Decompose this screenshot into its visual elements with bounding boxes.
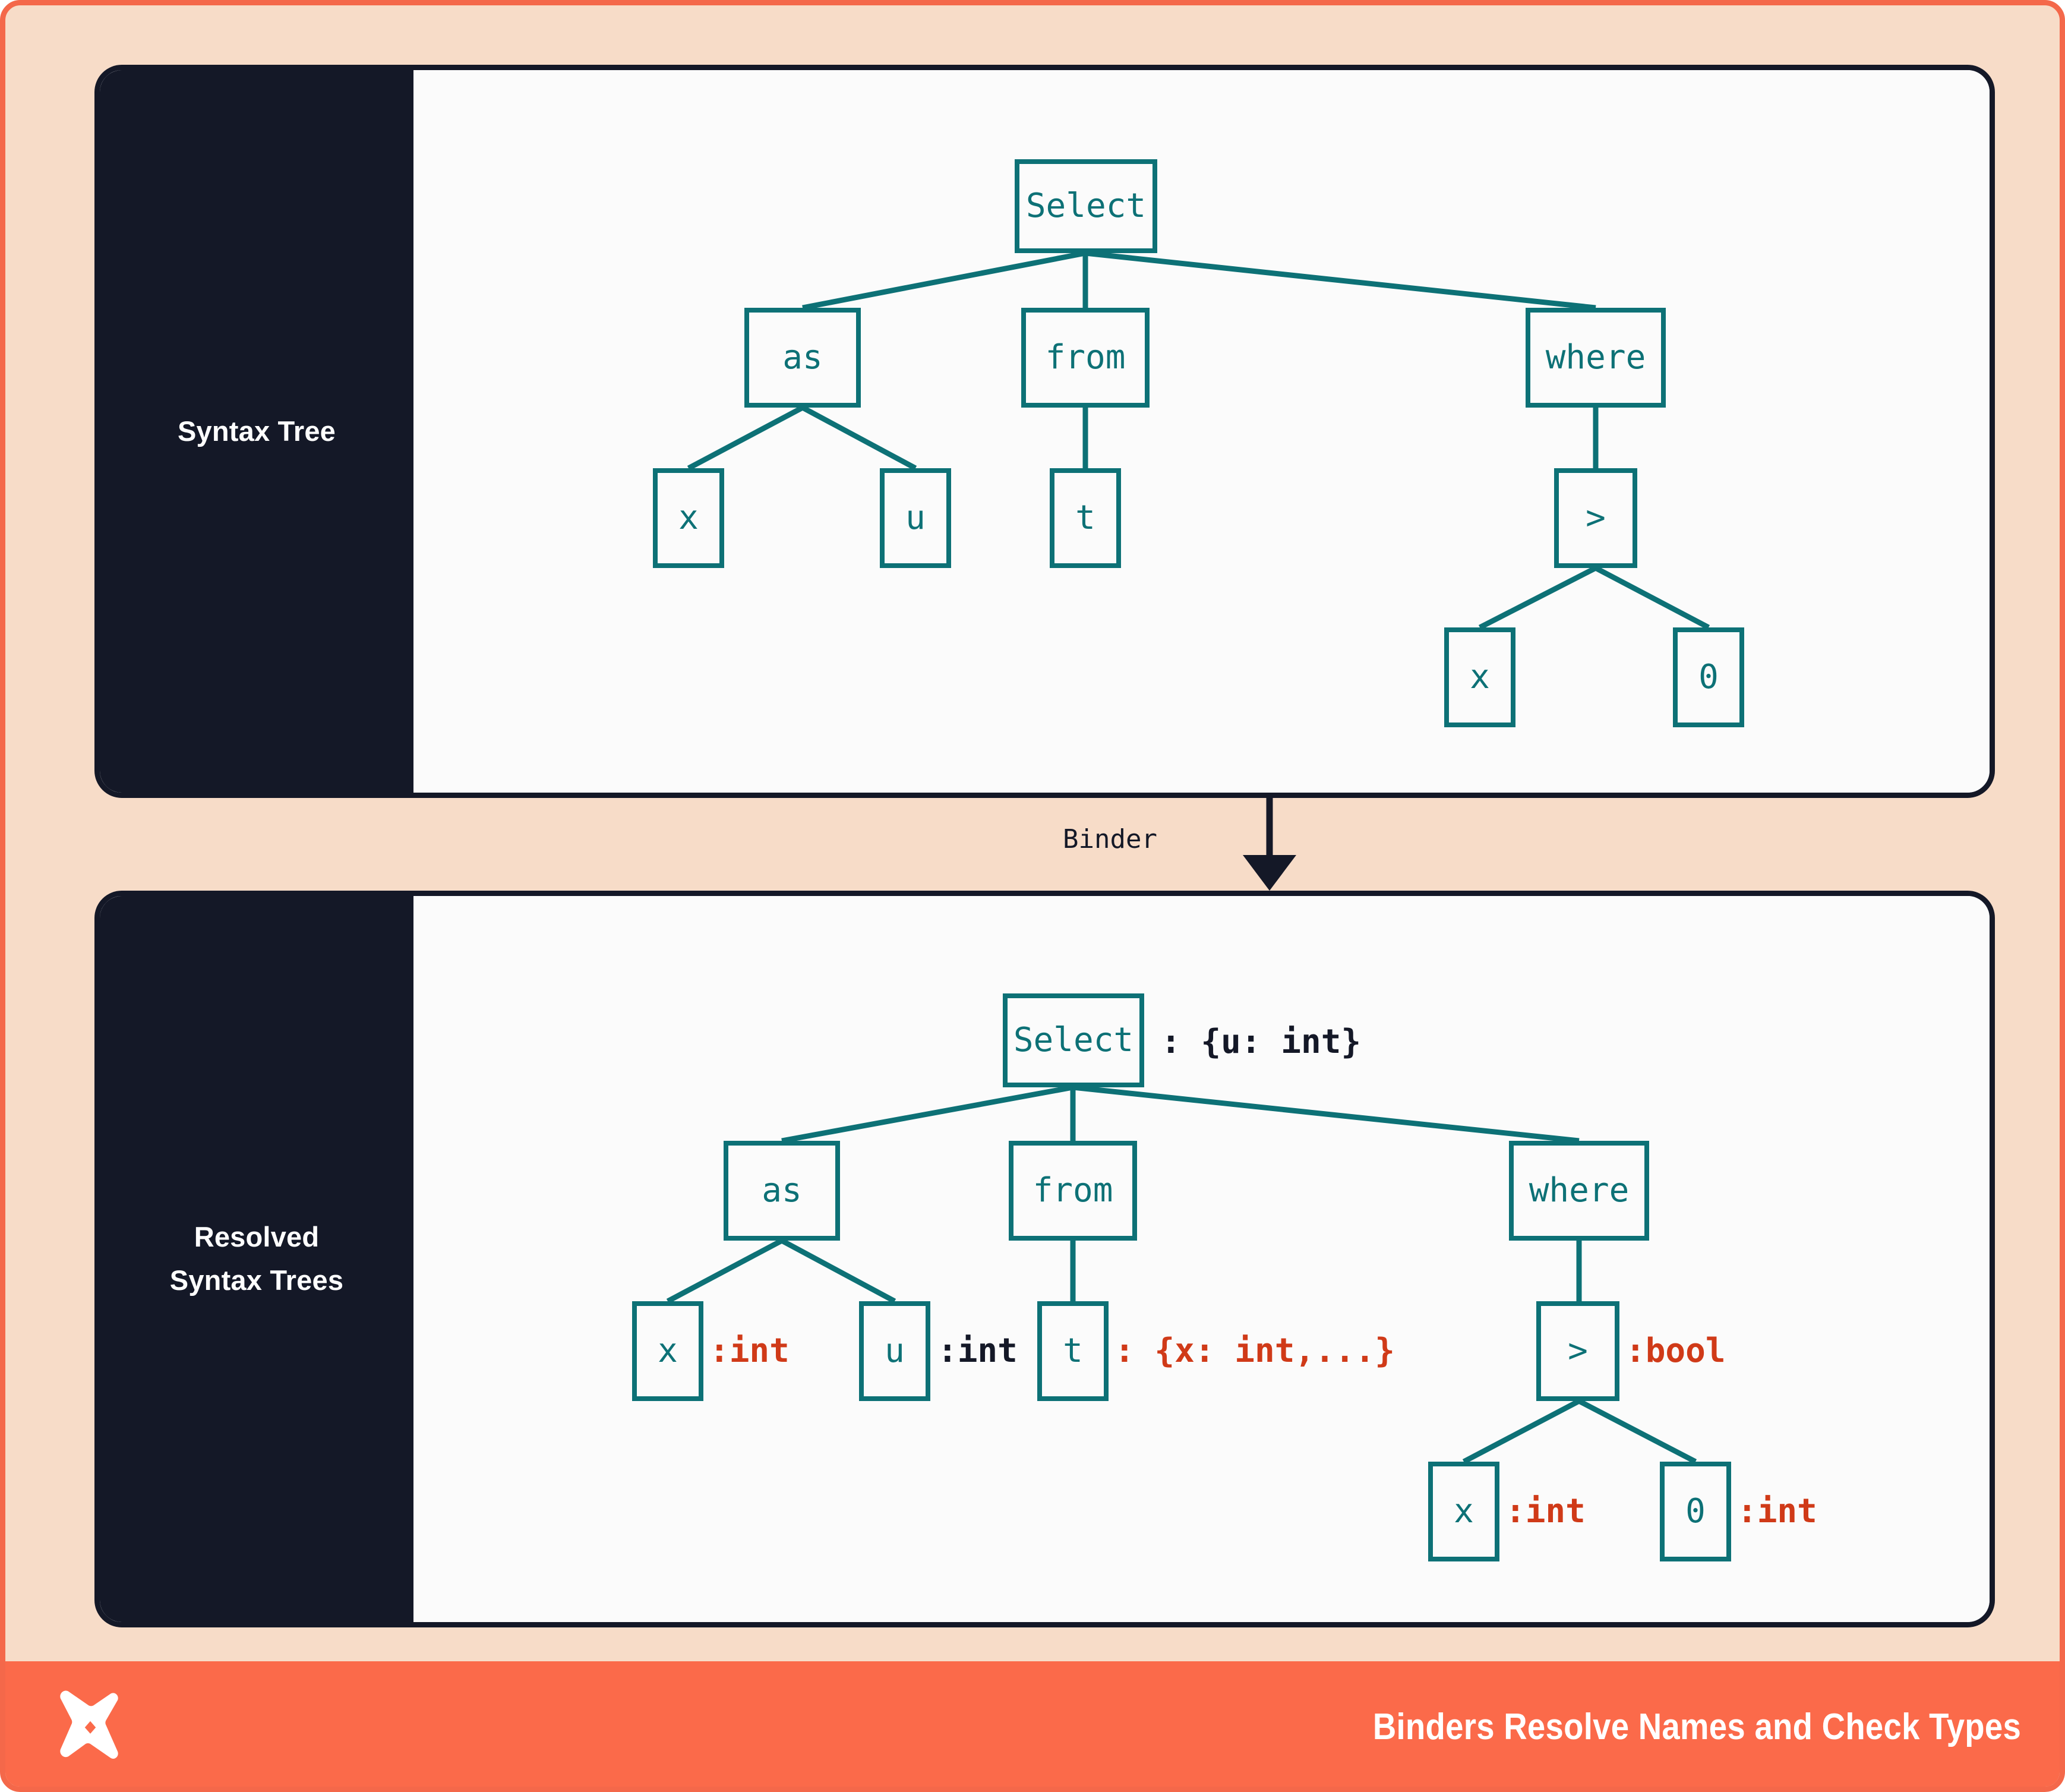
node-select[interactable]: Select <box>1003 993 1144 1087</box>
node-where[interactable]: where <box>1526 308 1666 408</box>
node-where[interactable]: where <box>1509 1141 1649 1241</box>
footer-caption: Binders Resolve Names and Check Types <box>1372 1706 2021 1747</box>
node-from[interactable]: from <box>1021 308 1150 408</box>
node-from-t[interactable]: t <box>1037 1301 1109 1401</box>
annotation-gt-x: :int <box>1505 1492 1586 1531</box>
annotation-as-x: :int <box>709 1332 790 1370</box>
node-gt-zero[interactable]: 0 <box>1660 1462 1731 1561</box>
panel-resolved-syntax-trees: Resolved Syntax Trees Select <box>94 891 1995 1627</box>
annotation-from-t: : {x: int,...} <box>1114 1332 1395 1370</box>
annotation-select: : {u: int} <box>1161 1023 1362 1061</box>
footer-bar: Binders Resolve Names and Check Types <box>5 1661 2060 1787</box>
canvas-resolved-syntax-trees: Select : {u: int} as from where x :int u… <box>413 896 1990 1622</box>
node-from-t[interactable]: t <box>1050 468 1121 568</box>
node-as[interactable]: as <box>744 308 861 408</box>
node-select[interactable]: Select <box>1015 159 1157 253</box>
node-gt[interactable]: > <box>1536 1301 1619 1401</box>
sidebar-label-line-1: Resolved <box>194 1221 320 1253</box>
node-as-u[interactable]: u <box>859 1301 930 1401</box>
sidebar-label-line-2: Syntax Trees <box>169 1264 344 1296</box>
panel-syntax-tree: Syntax Tree Select as from <box>94 65 1995 798</box>
node-gt-x[interactable]: x <box>1444 627 1515 727</box>
canvas-syntax-tree: Select as from where x u t > x 0 <box>413 70 1990 793</box>
node-gt[interactable]: > <box>1554 468 1637 568</box>
node-as[interactable]: as <box>724 1141 840 1241</box>
node-gt-zero[interactable]: 0 <box>1673 627 1744 727</box>
tree-edges-syntax <box>687 250 1710 630</box>
tree-edges-resolved <box>666 1084 1697 1464</box>
node-from[interactable]: from <box>1009 1141 1137 1241</box>
node-as-x[interactable]: x <box>632 1301 703 1401</box>
node-as-x[interactable]: x <box>653 468 724 568</box>
annotation-gt: :bool <box>1625 1332 1726 1370</box>
annotation-gt-zero: :int <box>1737 1492 1817 1531</box>
binder-label: Binder <box>1063 824 1157 854</box>
binder-transition: Binder <box>94 798 1995 891</box>
node-gt-x[interactable]: x <box>1428 1462 1499 1561</box>
sidebar-resolved-syntax-trees: Resolved Syntax Trees <box>100 896 413 1622</box>
annotation-as-u: :int <box>937 1332 1018 1370</box>
brand-x-logo-icon <box>60 1690 118 1759</box>
sidebar-label-syntax-tree: Syntax Tree <box>177 415 336 447</box>
tree-nodes-resolved: Select : {u: int} as from where x :int u… <box>413 896 1990 1622</box>
sidebar-label-resolved-syntax-trees: Resolved Syntax Trees <box>170 1216 343 1302</box>
tree-nodes-syntax: Select as from where x u t > x 0 <box>413 70 1990 793</box>
sidebar-syntax-tree: Syntax Tree <box>100 70 413 793</box>
binder-arrow-icon <box>1243 798 1296 891</box>
node-as-u[interactable]: u <box>880 468 951 568</box>
